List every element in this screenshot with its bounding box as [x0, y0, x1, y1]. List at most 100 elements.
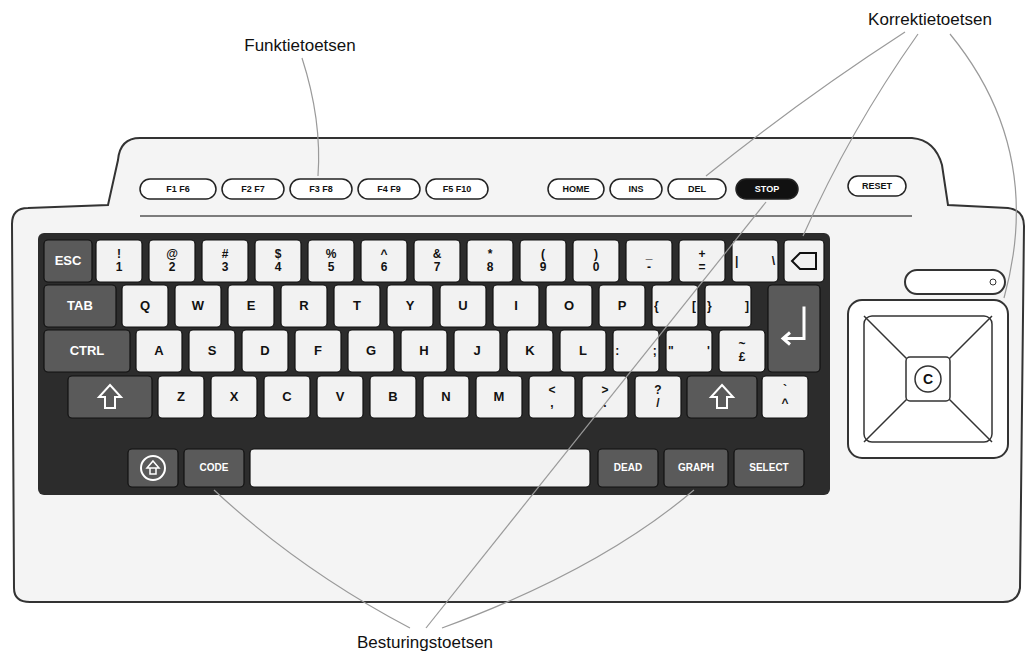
cursor-pad — [848, 300, 1008, 458]
shift-symbol — [99, 385, 121, 408]
keycap — [440, 285, 486, 327]
key-legend: RESET — [852, 176, 902, 196]
keycap — [370, 376, 416, 418]
key-legend: G — [350, 332, 392, 370]
key-legend: STOP — [740, 179, 794, 199]
key-legend: Q — [124, 287, 166, 325]
leader-line — [214, 490, 410, 628]
key-legend: L — [562, 332, 604, 370]
key-legend: M — [478, 378, 520, 416]
keycap — [719, 330, 765, 372]
cursor-pad-diagonals — [864, 316, 992, 442]
key-bed — [38, 233, 830, 495]
key-legend: R — [283, 287, 325, 325]
key-legend: DEAD — [600, 451, 656, 485]
keycap — [228, 285, 274, 327]
keycap — [96, 240, 142, 282]
function-key — [358, 179, 420, 199]
keycap — [529, 376, 575, 418]
keycap — [768, 285, 820, 372]
keycap — [467, 240, 513, 282]
key-legend: | \ — [734, 242, 776, 280]
keycap — [264, 376, 310, 418]
key-legend: F5 F10 — [430, 179, 484, 199]
key-legend: A — [138, 332, 180, 370]
callout-label: Besturingstoetsen — [357, 633, 493, 653]
key-legend: > . — [584, 378, 626, 416]
keycap — [732, 240, 778, 282]
key-legend: < , — [531, 378, 573, 416]
keycap — [308, 240, 354, 282]
key-legend: # 3 — [204, 242, 246, 280]
key-legend: GRAPH — [666, 451, 726, 485]
key-legend: ^ 6 — [363, 242, 405, 280]
key-legend: ? / — [637, 378, 679, 416]
keycap — [68, 376, 152, 418]
key-legend: ( 9 — [522, 242, 564, 280]
key-legend: { [ — [654, 287, 696, 325]
keycap — [507, 330, 553, 372]
keycap — [454, 330, 500, 372]
key-legend: J — [456, 332, 498, 370]
key-legend: ESC — [46, 242, 90, 280]
keycap — [189, 330, 235, 372]
key-legend: U — [442, 287, 484, 325]
keycap — [476, 376, 522, 418]
function-key — [548, 179, 604, 199]
key-legend: I — [495, 287, 537, 325]
leader-line — [442, 490, 694, 628]
function-key — [610, 179, 662, 199]
keycap — [348, 330, 394, 372]
cursor-center-button — [906, 357, 950, 401]
key-legend: CODE — [186, 451, 242, 485]
keyboard-housing — [12, 138, 1024, 602]
keycap — [136, 330, 182, 372]
leader-line — [426, 202, 766, 628]
function-key — [140, 179, 216, 199]
function-key — [736, 179, 798, 199]
keycap — [158, 376, 204, 418]
key-legend: W — [177, 287, 219, 325]
keycap — [734, 449, 804, 487]
key-legend: " ' — [668, 332, 710, 370]
key-legend: TAB — [46, 287, 114, 325]
keycap — [184, 449, 244, 487]
key-legend: Z — [160, 378, 202, 416]
key-legend: B — [372, 378, 414, 416]
key-legend: H — [403, 332, 445, 370]
keycap — [664, 449, 728, 487]
function-key — [222, 179, 284, 199]
caps-symbol — [147, 461, 159, 474]
leader-line — [302, 58, 319, 176]
key-legend: X — [213, 378, 255, 416]
keycap — [149, 240, 195, 282]
keycap — [202, 240, 248, 282]
keycap — [387, 285, 433, 327]
function-key — [290, 179, 352, 199]
keycap — [242, 330, 288, 372]
key-legend: F4 F9 — [362, 179, 416, 199]
key-legend: @ 2 — [151, 242, 193, 280]
keycap — [122, 285, 168, 327]
key-legend: Y — [389, 287, 431, 325]
keycap — [687, 376, 757, 418]
keycap — [599, 285, 645, 327]
key-legend: F — [297, 332, 339, 370]
cursor-center-ring — [915, 366, 941, 392]
keycap — [255, 240, 301, 282]
keycap — [317, 376, 363, 418]
power-led — [990, 279, 996, 285]
key-legend: SELECT — [736, 451, 802, 485]
keycap — [44, 240, 92, 282]
key-legend: % 5 — [310, 242, 352, 280]
leader-line — [706, 32, 905, 176]
keycap — [762, 376, 808, 418]
key-legend: ` ^ — [764, 378, 806, 416]
key-legend: + = — [681, 242, 723, 280]
keycap — [250, 449, 590, 487]
keycap — [334, 285, 380, 327]
key-legend: } ] — [707, 287, 749, 325]
keycap — [598, 449, 658, 487]
key-legend: : ; — [615, 332, 657, 370]
